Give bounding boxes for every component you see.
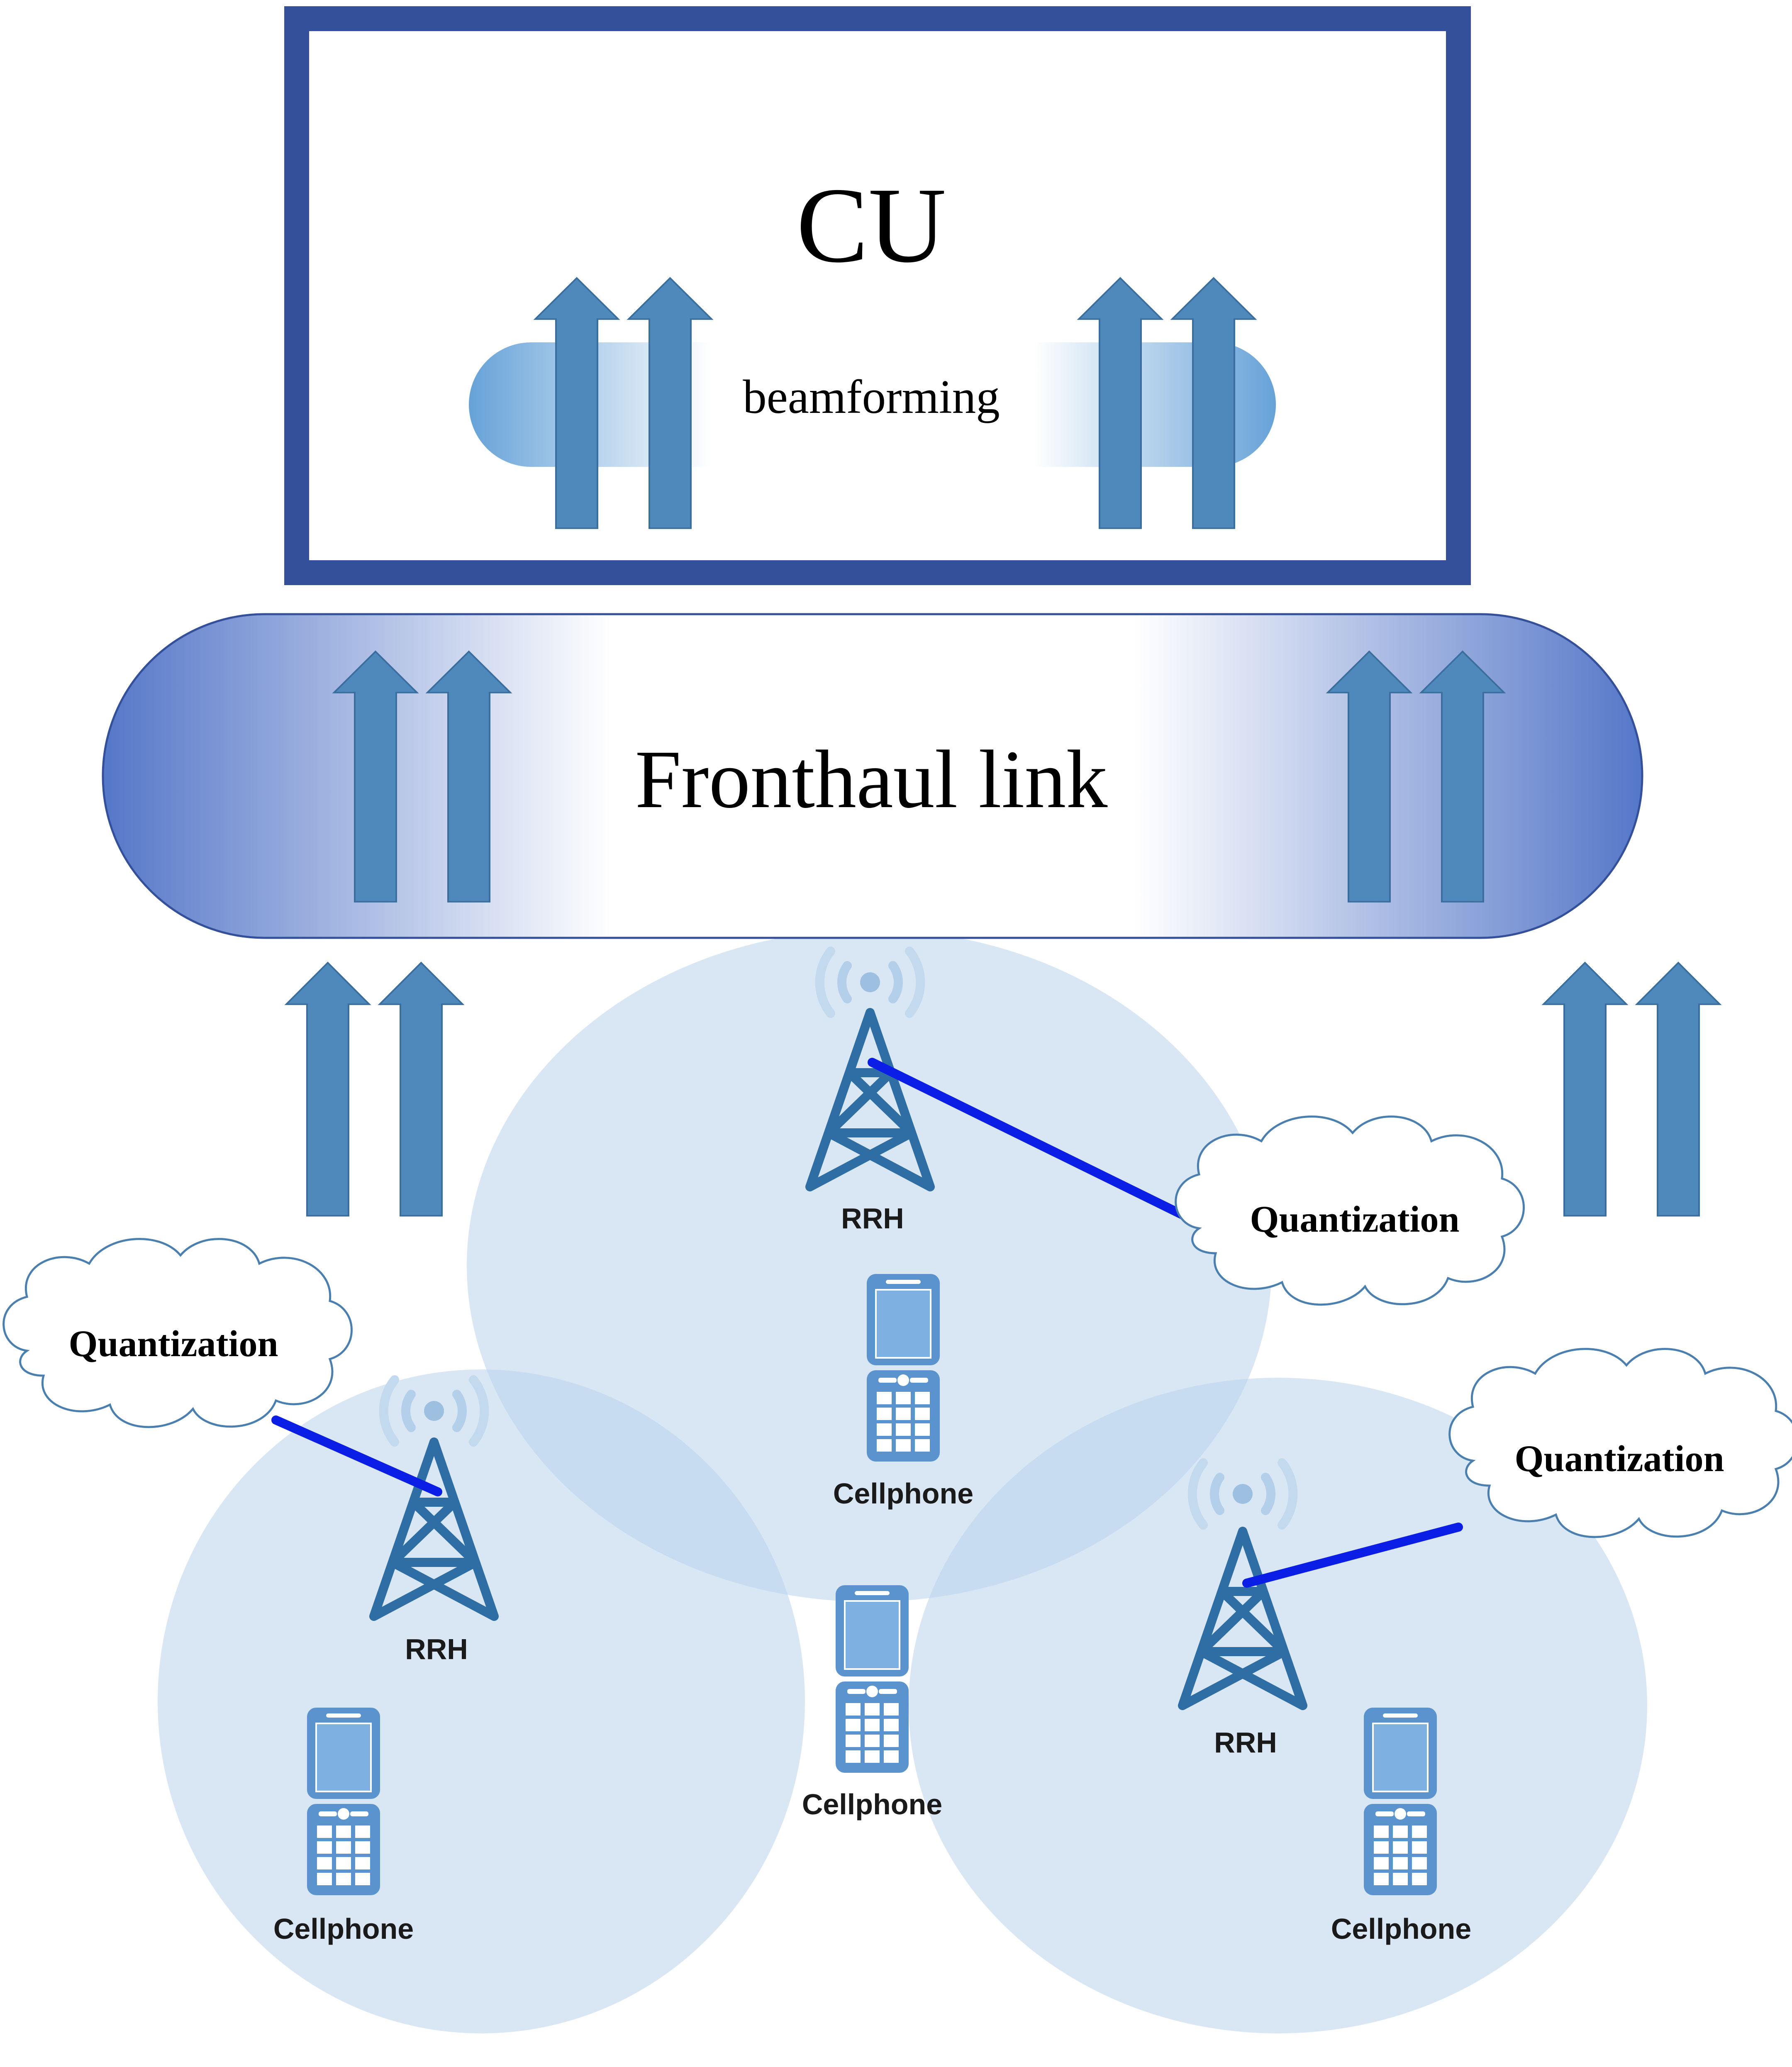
rrh-label: RRH [1214, 1726, 1277, 1759]
fronthaul-label: Fronthaul link [635, 734, 1108, 825]
quantization-cloud-right: Quantization [1450, 1349, 1792, 1537]
quantization-cloud-center: Quantization [1176, 1117, 1524, 1305]
cellphone-label: Cellphone [802, 1788, 942, 1821]
up-arrow-icon [1636, 962, 1721, 1217]
up-arrow-icon [285, 962, 370, 1217]
cellphone-label: Cellphone [273, 1913, 414, 1945]
cell-coverage-left [158, 1369, 805, 2033]
quantization-link-center [868, 1058, 1189, 1220]
rrh-right: RRH [1182, 1463, 1303, 1759]
beamforming-label: beamforming [743, 371, 1000, 423]
cellphone-right: Cellphone [1331, 1707, 1471, 1945]
rrh-label: RRH [405, 1633, 468, 1665]
quantization-link-right [1242, 1523, 1463, 1588]
cellphone-left: Cellphone [273, 1707, 414, 1945]
cu-box [284, 6, 1471, 585]
quantization-label: Quantization [68, 1323, 278, 1364]
cellphone-center-top: Cellphone [833, 1273, 973, 1510]
cellphone-label: Cellphone [833, 1477, 973, 1510]
quantization-links [271, 1058, 1463, 1588]
up-arrow-icon [1543, 962, 1627, 1217]
cu-label: CU [796, 166, 946, 285]
rrh-label: RRH [841, 1202, 904, 1235]
cellphone-icon [835, 1584, 909, 1774]
quantization-label: Quantization [1514, 1438, 1724, 1479]
quantization-cloud-left: Quantization [4, 1239, 352, 1427]
rrh-left: RRH [374, 1380, 494, 1665]
coverage-cells [158, 930, 1647, 2033]
rrh-center: RRH [810, 951, 930, 1235]
cell-coverage-right [909, 1378, 1647, 2033]
quantization-label: Quantization [1250, 1199, 1459, 1240]
up-arrow-icon [379, 962, 463, 1217]
cellphone-center-bottom: Cellphone [802, 1584, 942, 1821]
cellphone-label: Cellphone [1331, 1913, 1471, 1945]
quantization-link-left [271, 1415, 442, 1496]
